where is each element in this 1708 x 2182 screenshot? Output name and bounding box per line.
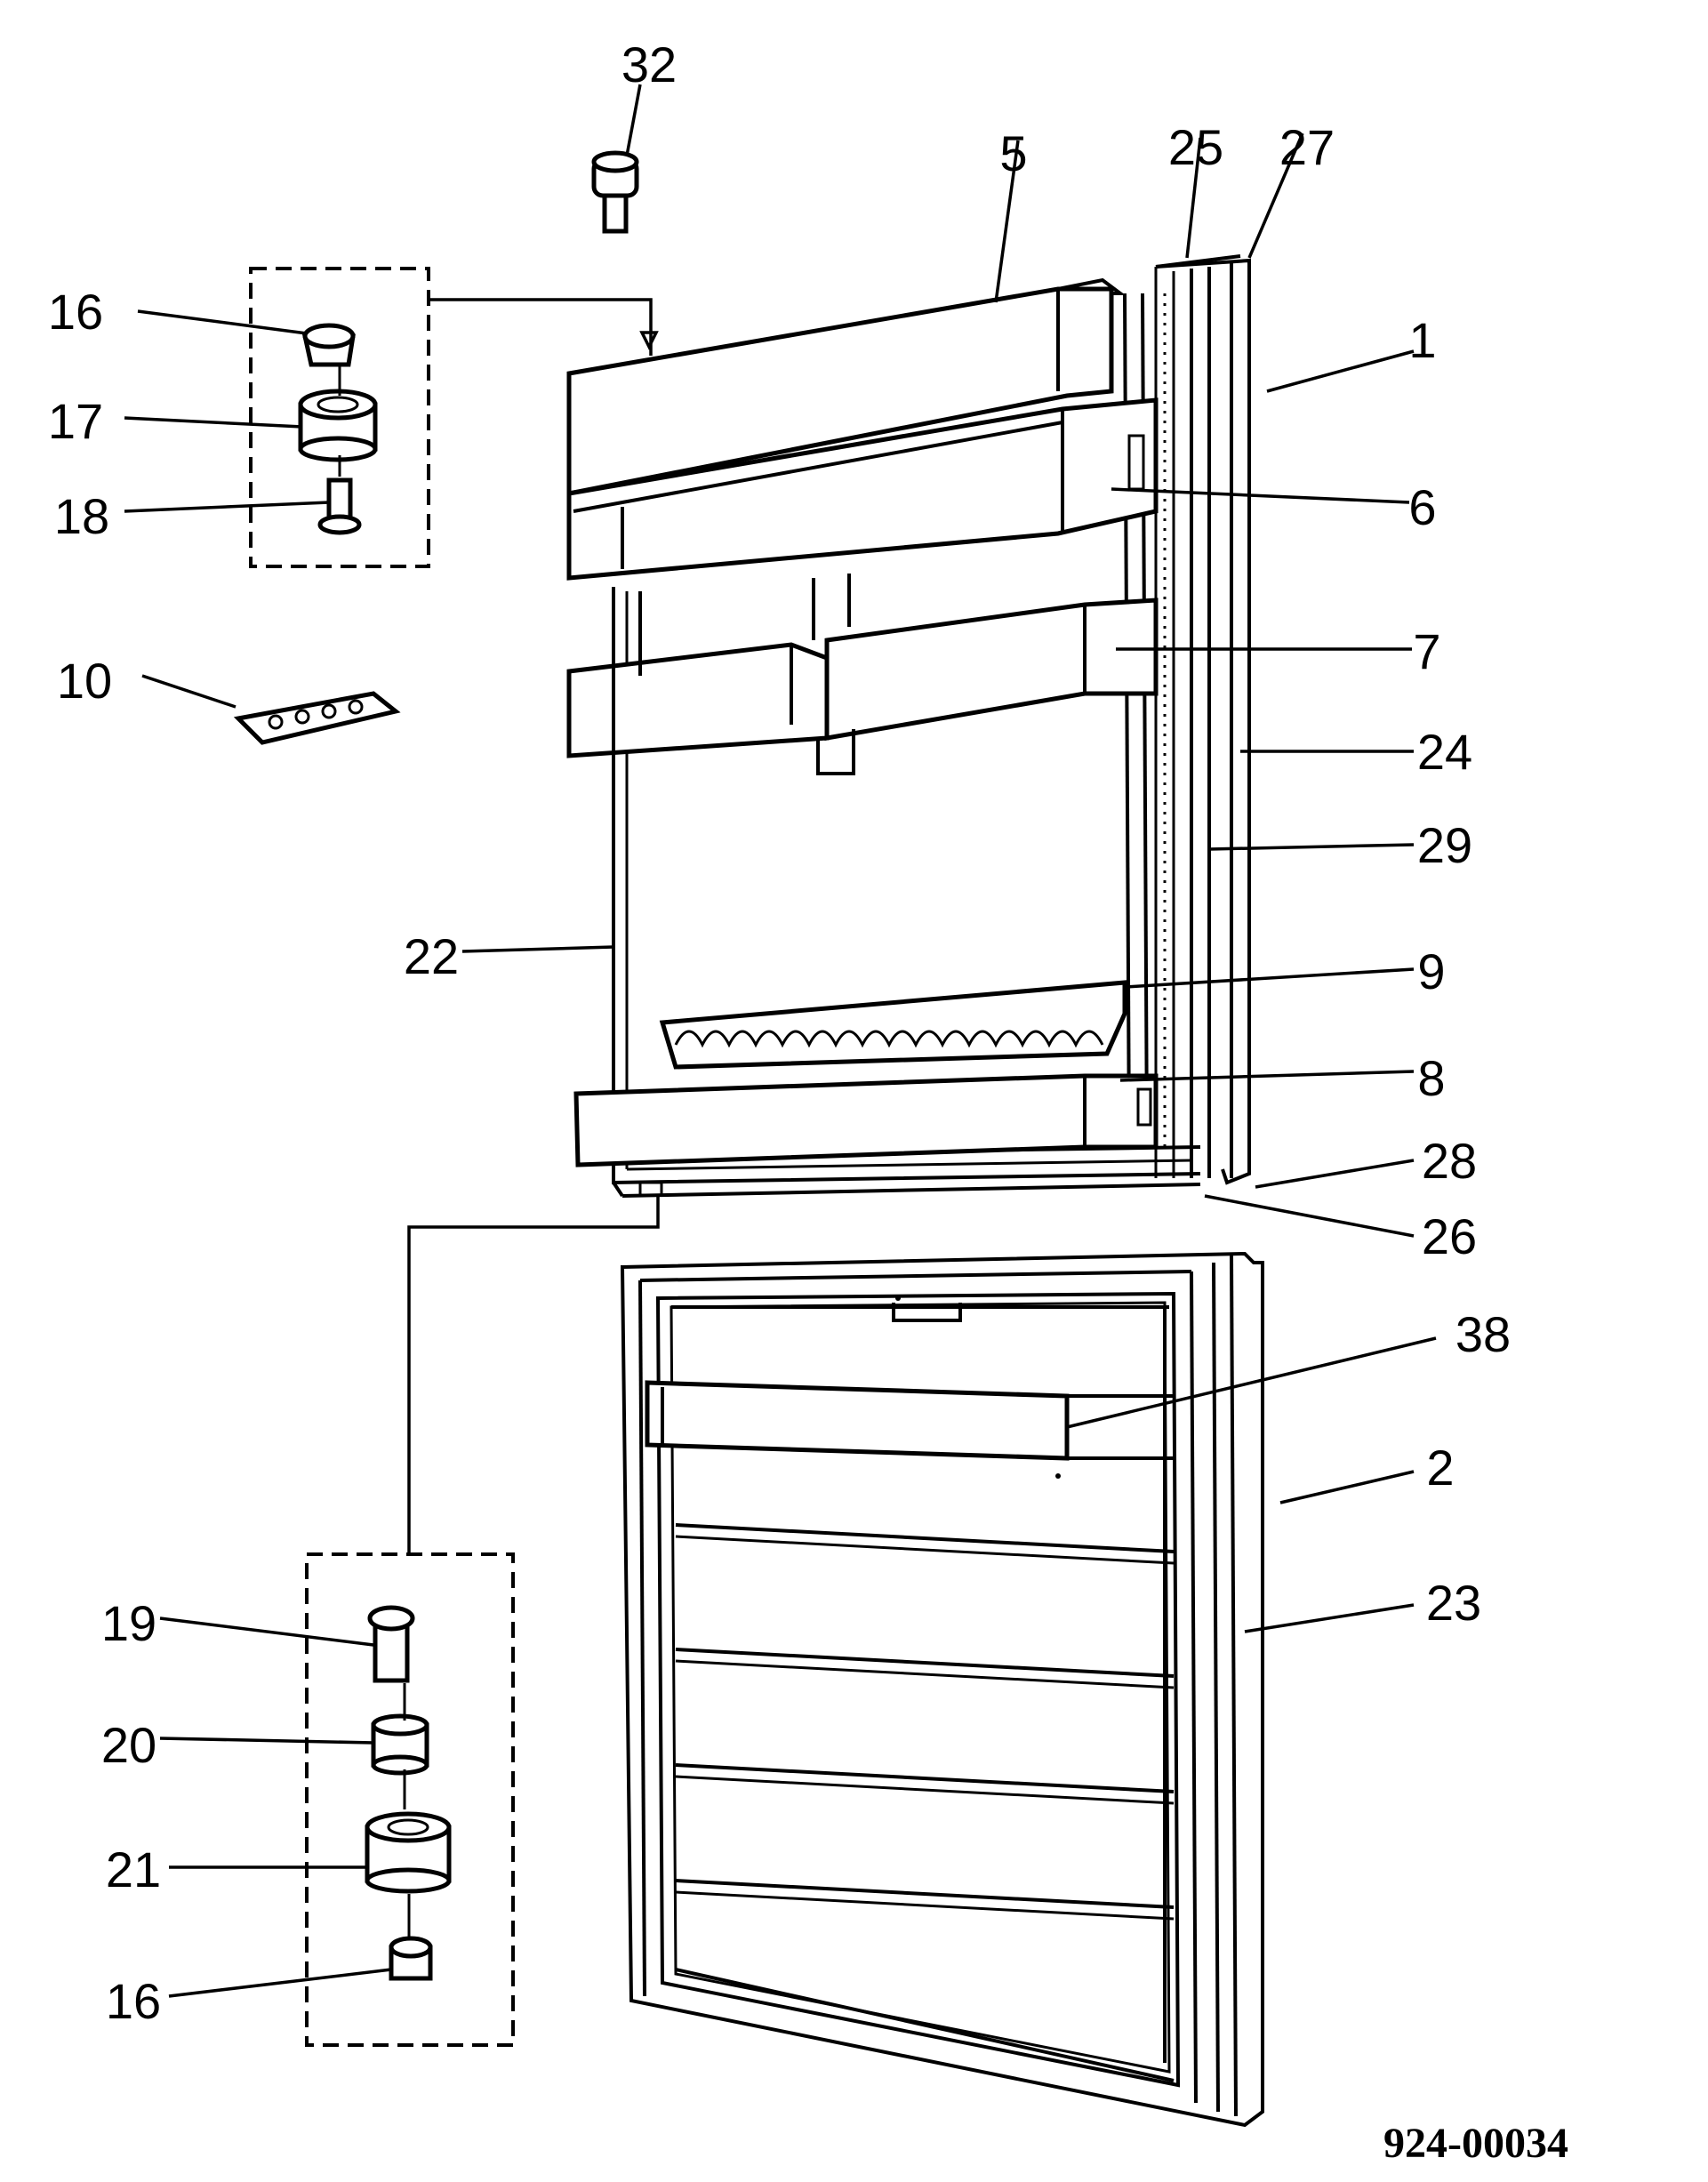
callout-26: 26: [1422, 1208, 1477, 1264]
callout-16-bottom: 16: [106, 1973, 161, 2029]
callout-20: 20: [101, 1717, 156, 1773]
part-19-pin: [367, 1605, 415, 1683]
part-7-shelf-pair: [566, 574, 1159, 775]
callout-16-top: 16: [48, 284, 103, 340]
part-10-pad: [233, 691, 401, 745]
leader-lines: [124, 84, 1437, 1998]
part-21-ring: [365, 1811, 452, 1894]
lower-door-assembly: [620, 1251, 1264, 2128]
callout-21: 21: [106, 1841, 161, 1897]
callout-7: 7: [1413, 623, 1440, 679]
callout-24: 24: [1417, 724, 1472, 780]
part-8-bottom-shelf: [573, 1073, 1159, 1167]
callout-25: 25: [1168, 119, 1223, 175]
callout-17: 17: [48, 393, 103, 449]
callout-5: 5: [999, 125, 1027, 181]
callout-29: 29: [1417, 817, 1472, 873]
callout-8: 8: [1417, 1050, 1445, 1106]
part-18-pin: [317, 477, 362, 535]
callout-28: 28: [1422, 1133, 1477, 1189]
callout-32: 32: [621, 36, 677, 92]
callout-9: 9: [1417, 943, 1445, 999]
part-9-rack: [659, 980, 1127, 1070]
part-17-ring: [298, 389, 378, 462]
callout-10: 10: [57, 653, 112, 709]
part-20-spacer: [371, 1713, 429, 1776]
callout-23: 23: [1426, 1575, 1481, 1631]
callout-6: 6: [1408, 479, 1436, 535]
part-16-bushing-top: [301, 323, 356, 367]
document-number: 924-00034: [1383, 2120, 1568, 2167]
callout-18: 18: [54, 488, 109, 544]
callout-1: 1: [1408, 312, 1436, 368]
callout-27: 27: [1279, 119, 1335, 175]
callout-38: 38: [1455, 1306, 1511, 1362]
lower-hinge-kit-box: [305, 1552, 515, 2047]
upper-hinge-kit-box: [249, 267, 430, 568]
part-6-shelf: [566, 397, 1159, 581]
part-32-screw: [591, 150, 639, 234]
callout-19: 19: [101, 1595, 156, 1651]
part-16-bushing-bottom: [389, 1936, 433, 1981]
callout-22: 22: [404, 928, 459, 984]
callout-2: 2: [1426, 1440, 1454, 1496]
